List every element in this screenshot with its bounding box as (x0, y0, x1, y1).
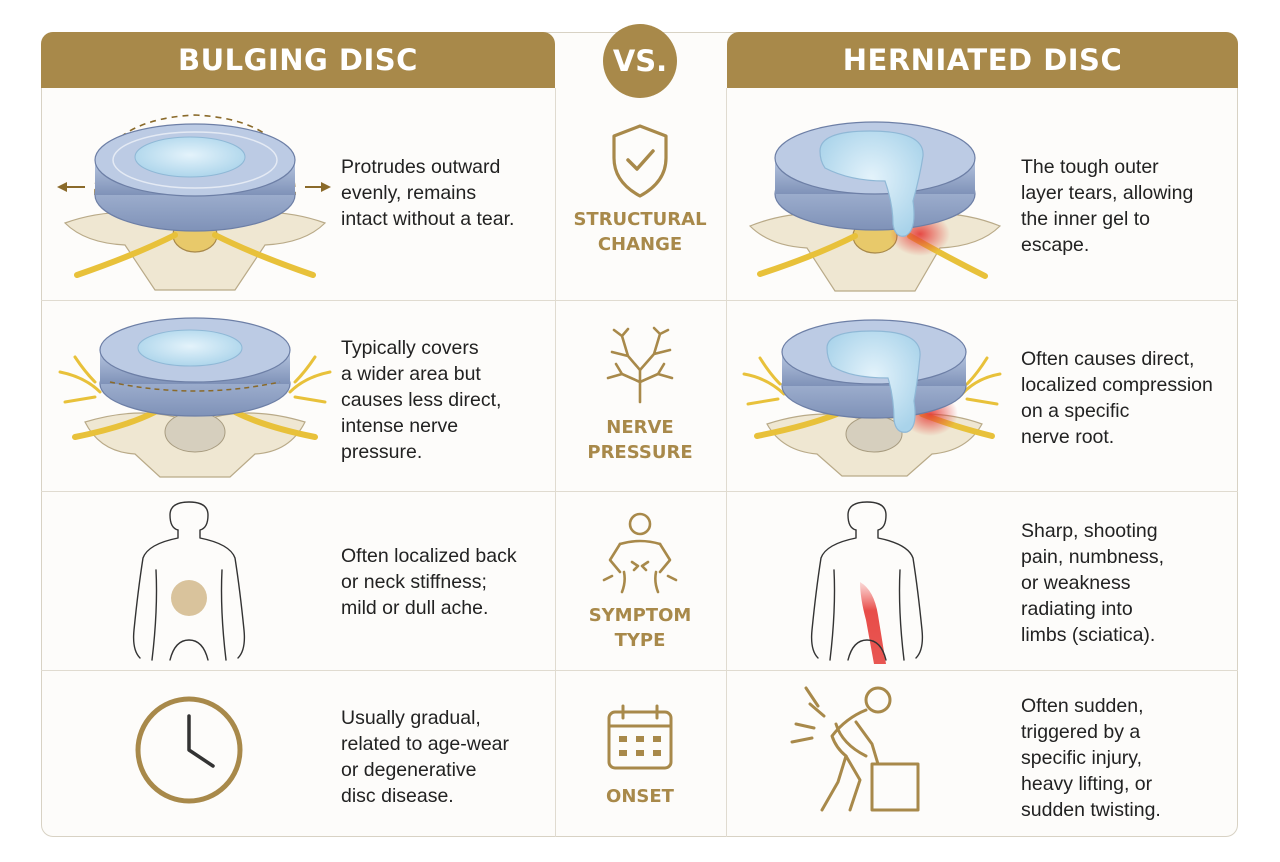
bulging-disc-illustration (57, 114, 331, 291)
bulging-disc-nerve-illustration (58, 317, 332, 478)
category-onset: ONSET (606, 786, 674, 807)
herniated-disc-header: HERNIATED DISC (727, 32, 1238, 88)
lifting-injury-icon (790, 686, 920, 812)
column-divider-left (555, 88, 556, 837)
vs-badge: VS. (603, 24, 677, 98)
row2-right-description: Often causes direct,localized compressio… (1021, 348, 1213, 448)
herniated-disc-nerve-illustration (742, 319, 1002, 477)
back-localized-pain-illustration (132, 501, 246, 661)
row-divider (41, 300, 1238, 301)
clock-icon (135, 696, 243, 804)
bulging-disc-header: BULGING DISC (41, 32, 555, 88)
back-pain-figure-icon (602, 512, 678, 594)
nerve-branch-icon (606, 326, 674, 404)
herniated-disc-illustration (748, 121, 1002, 292)
row-divider (41, 491, 1238, 492)
row-divider (41, 670, 1238, 671)
calendar-icon (607, 704, 673, 770)
column-divider-right (726, 88, 727, 837)
shield-check-icon (612, 124, 668, 198)
back-radiating-pain-illustration (810, 501, 924, 664)
